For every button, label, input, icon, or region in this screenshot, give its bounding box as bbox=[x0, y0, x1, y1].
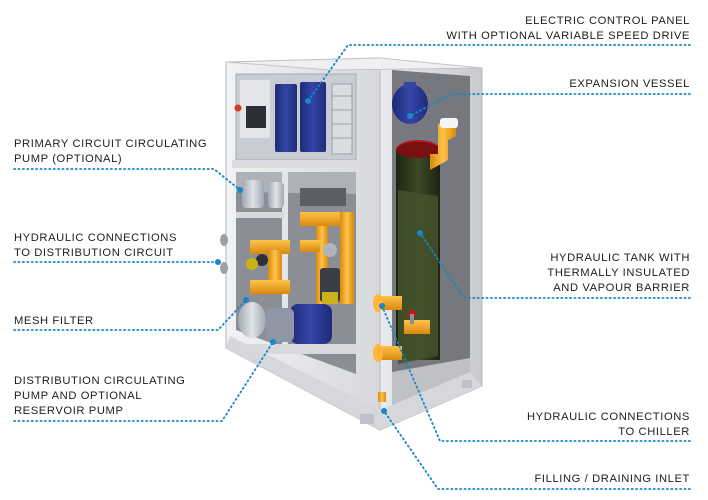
label-filling-inlet: FILLING / DRAINING INLET bbox=[534, 472, 690, 487]
dot-hydraulic-distribution bbox=[215, 259, 221, 265]
label-primary-pump: PRIMARY CIRCUIT CIRCULATING PUMP (OPTION… bbox=[14, 137, 207, 167]
dot-filling-inlet bbox=[381, 408, 387, 414]
leader-primary-pump bbox=[13, 168, 241, 191]
label-hydraulic-distribution-line2: TO DISTRIBUTION CIRCUIT bbox=[14, 247, 174, 259]
label-primary-pump-line1: PRIMARY CIRCUIT CIRCULATING bbox=[14, 138, 208, 150]
dot-expansion-vessel bbox=[407, 113, 413, 119]
leader-expansion-vessel bbox=[409, 93, 691, 117]
leader-distribution-pump bbox=[13, 341, 274, 422]
leader-hydraulic-tank bbox=[419, 232, 691, 299]
dot-distribution-pump bbox=[270, 339, 276, 345]
label-hydraulic-tank-line2: THERMALLY INSULATED bbox=[547, 267, 690, 279]
label-distribution-pump: DISTRIBUTION CIRCULATING PUMP AND OPTION… bbox=[14, 374, 185, 419]
label-hydraulic-tank-line1: HYDRAULIC TANK WITH bbox=[550, 252, 690, 264]
dot-mesh-filter bbox=[243, 297, 249, 303]
label-control-panel: ELECTRIC CONTROL PANEL WITH OPTIONAL VAR… bbox=[446, 14, 690, 44]
label-expansion-vessel-line1: EXPANSION VESSEL bbox=[569, 78, 690, 90]
leader-hydraulic-chiller bbox=[381, 305, 691, 442]
expansion-vessel bbox=[392, 84, 428, 124]
label-expansion-vessel: EXPANSION VESSEL bbox=[569, 77, 690, 92]
label-distribution-pump-line3: RESERVOIR PUMP bbox=[14, 405, 124, 417]
dot-control-panel bbox=[305, 98, 311, 104]
label-hydraulic-distribution-line1: HYDRAULIC CONNECTIONS bbox=[14, 232, 178, 244]
label-hydraulic-tank: HYDRAULIC TANK WITH THERMALLY INSULATED … bbox=[547, 251, 690, 296]
label-control-panel-line1: ELECTRIC CONTROL PANEL bbox=[525, 15, 690, 27]
label-hydraulic-chiller-line1: HYDRAULIC CONNECTIONS bbox=[526, 411, 690, 423]
label-hydraulic-tank-line3: AND VAPOUR BARRIER bbox=[553, 282, 690, 294]
distribution-pump-motor bbox=[290, 304, 332, 344]
label-distribution-pump-line2: PUMP AND OPTIONAL bbox=[14, 390, 143, 402]
leader-mesh-filter bbox=[13, 299, 247, 331]
unit-top bbox=[225, 57, 483, 71]
label-mesh-filter-line1: MESH FILTER bbox=[14, 315, 94, 327]
dot-hydraulic-tank bbox=[417, 230, 423, 236]
label-hydraulic-chiller: HYDRAULIC CONNECTIONS TO CHILLER bbox=[527, 410, 690, 440]
label-distribution-pump-line1: DISTRIBUTION CIRCULATING bbox=[14, 375, 186, 387]
primary-pump-1 bbox=[242, 180, 264, 208]
unit-base bbox=[226, 336, 482, 430]
dot-hydraulic-chiller bbox=[379, 303, 385, 309]
label-hydraulic-chiller-line2: TO CHILLER bbox=[618, 426, 690, 438]
label-mesh-filter: MESH FILTER bbox=[14, 314, 94, 329]
leader-filling-inlet bbox=[383, 410, 691, 490]
label-primary-pump-line2: PUMP (OPTIONAL) bbox=[14, 153, 123, 165]
label-control-panel-line2: WITH OPTIONAL VARIABLE SPEED DRIVE bbox=[446, 30, 690, 42]
dot-primary-pump bbox=[237, 187, 243, 193]
label-hydraulic-distribution: HYDRAULIC CONNECTIONS TO DISTRIBUTION CI… bbox=[14, 231, 177, 261]
leader-control-panel bbox=[307, 44, 691, 102]
label-filling-inlet-line1: FILLING / DRAINING INLET bbox=[534, 473, 690, 485]
